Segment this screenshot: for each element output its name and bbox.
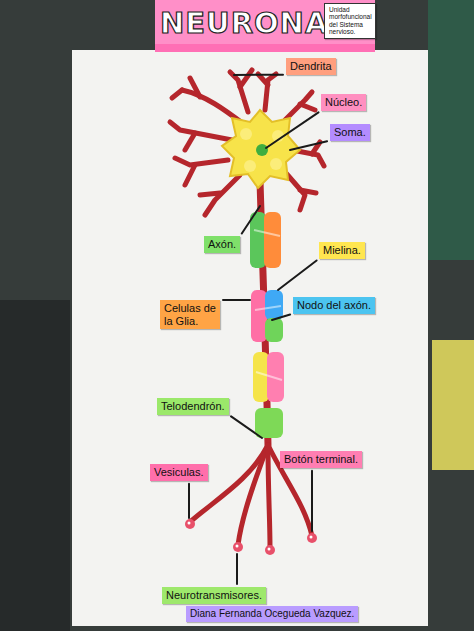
back-poster [428, 0, 474, 260]
label-tag: Mielina. [319, 242, 365, 259]
label-text: Diana Fernanda Ocegueda Vazquez. [190, 608, 354, 620]
label-tag: Nodo del axón. [293, 297, 375, 314]
poster-board [72, 50, 428, 626]
label-text: Mielina. [323, 244, 361, 257]
myelin-sheath [250, 212, 284, 438]
banner-strip [155, 44, 375, 52]
label-text: Celulas de la Glia. [164, 302, 216, 327]
leader-line [311, 471, 313, 531]
label-text: Botón terminal. [284, 453, 358, 466]
leader-line [188, 484, 190, 518]
label-tag: Vesiculas. [150, 464, 208, 481]
product-box [432, 340, 474, 470]
label-text: Nodo del axón. [297, 299, 371, 312]
label-text: Unidad morfofuncional del Sistema nervio… [329, 6, 371, 36]
leader-line [266, 112, 319, 148]
label-text: Neurotransmisores. [166, 589, 262, 602]
leader-lines [189, 75, 327, 584]
label-text: Dendrita [290, 60, 332, 73]
subtitle-box: Unidad morfofuncional del Sistema nervio… [324, 3, 376, 39]
leader-line [272, 315, 290, 320]
label-text: Núcleo. [325, 96, 362, 109]
label-tag: Dendrita [286, 58, 336, 75]
title: NEURONA [160, 6, 322, 40]
label-tag: Soma. [330, 124, 370, 141]
dendrites [170, 70, 324, 215]
title-banner [155, 0, 375, 52]
leader-line [236, 554, 238, 584]
author-tag: Diana Fernanda Ocegueda Vazquez. [186, 606, 358, 622]
leader-line [290, 141, 327, 150]
leader-line [242, 206, 260, 233]
label-text: Telodendrón. [161, 400, 225, 413]
soma [222, 110, 300, 188]
label-tag: Núcleo. [321, 94, 366, 111]
terminal-buttons [185, 519, 317, 555]
label-tag: Neurotransmisores. [162, 587, 266, 604]
leader-line [234, 74, 283, 76]
nucleus [256, 144, 268, 156]
chair [0, 300, 70, 631]
leader-line [223, 299, 250, 301]
label-tag: Celulas de la Glia. [160, 300, 220, 329]
label-tag: Botón terminal. [280, 451, 362, 468]
label-tag: Axón. [204, 236, 240, 253]
label-tag: Telodendrón. [157, 398, 229, 415]
label-text: Soma. [334, 126, 366, 139]
leader-line [278, 260, 317, 290]
label-text: Axón. [208, 238, 236, 251]
leader-line [231, 416, 262, 438]
label-text: Vesiculas. [154, 466, 204, 479]
